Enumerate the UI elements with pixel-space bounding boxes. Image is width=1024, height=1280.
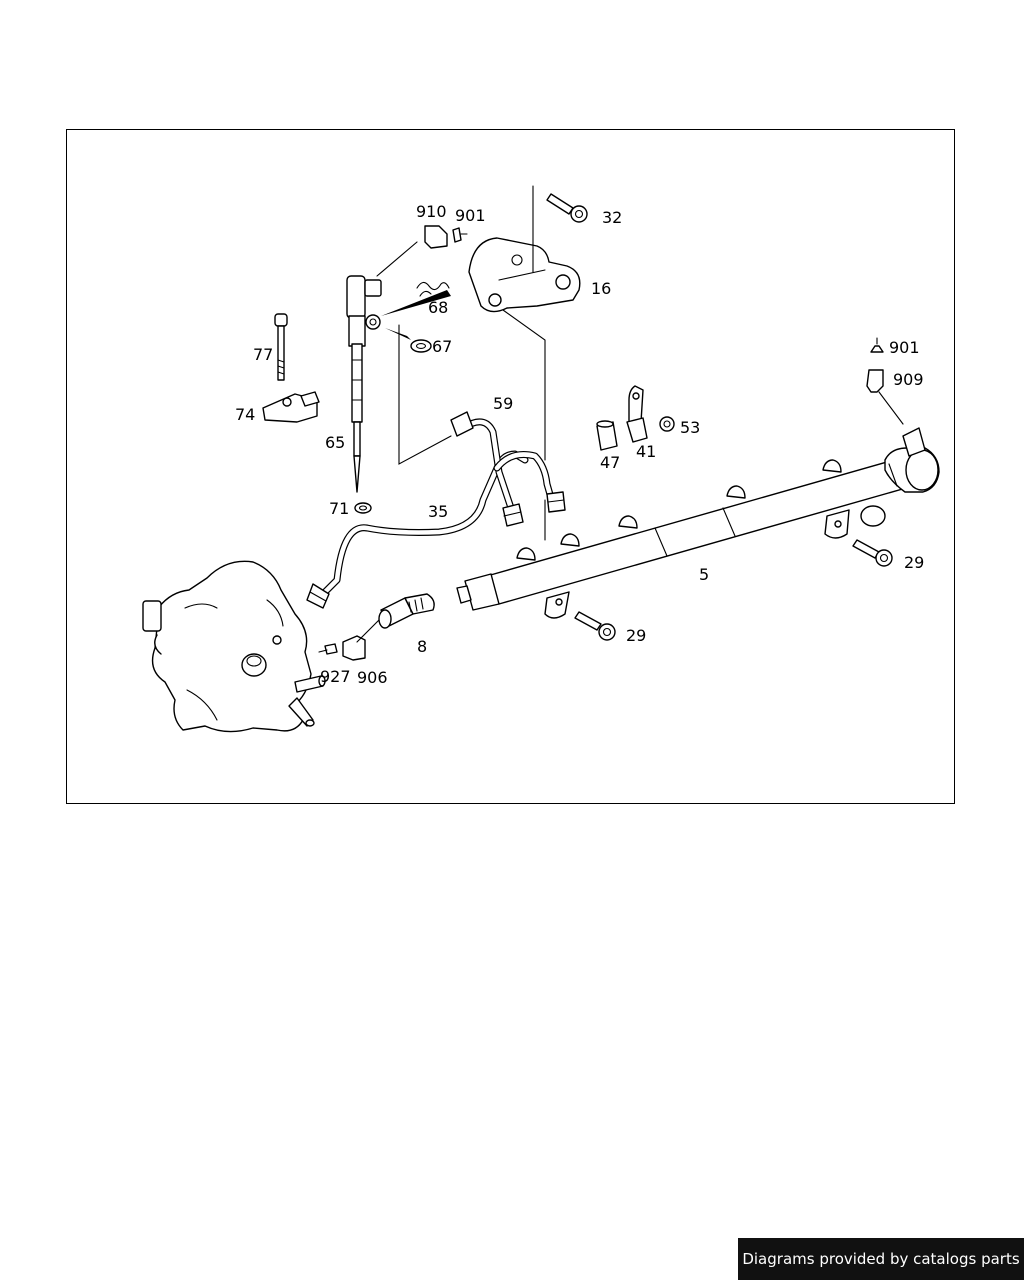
sensor-terminal-927 xyxy=(318,643,338,655)
nut-53 xyxy=(659,416,675,432)
bracket-alignment-line xyxy=(502,185,546,541)
label-59: 59 xyxy=(493,394,513,413)
high-pressure-pump xyxy=(142,560,326,733)
label-47: 47 xyxy=(600,453,620,472)
label-53: 53 xyxy=(680,418,700,437)
hold-down-clamp-74 xyxy=(262,391,320,423)
credit-badge: Diagrams provided by catalogs parts xyxy=(738,1238,1024,1280)
return-hose-68 xyxy=(381,281,451,316)
label-8: 8 xyxy=(417,637,427,656)
label-77: 77 xyxy=(253,345,273,364)
label-906: 906 xyxy=(357,668,388,687)
bracket-bolt-32 xyxy=(546,193,588,223)
fuel-line-59 xyxy=(450,411,566,527)
mounting-bracket-16 xyxy=(468,237,581,313)
label-74: 74 xyxy=(235,405,255,424)
label-35: 35 xyxy=(428,502,448,521)
spacer-47 xyxy=(596,420,618,451)
label-65: 65 xyxy=(325,433,345,452)
rail-bolt-lower xyxy=(574,611,616,641)
rail-terminal-901 xyxy=(870,337,884,353)
rail-connector-909 xyxy=(866,369,904,425)
seal-ring-67 xyxy=(385,328,432,353)
label-32: 32 xyxy=(602,208,622,227)
rail-pressure-sensor xyxy=(378,593,435,629)
label-909: 909 xyxy=(893,370,924,389)
injector-line-guide xyxy=(398,324,452,465)
label-901-injector: 901 xyxy=(455,206,486,225)
label-16: 16 xyxy=(591,279,611,298)
fuel-system-diagram: 910 901 32 16 68 67 77 74 65 59 71 35 47… xyxy=(142,185,940,733)
label-910: 910 xyxy=(416,202,447,221)
label-67: 67 xyxy=(432,337,452,356)
label-927: 927 xyxy=(320,667,351,686)
label-5: 5 xyxy=(699,565,709,584)
sensor-connector-906 xyxy=(342,619,380,661)
label-71: 71 xyxy=(329,499,349,518)
fuel-injector xyxy=(346,241,418,493)
label-29-lower: 29 xyxy=(626,626,646,645)
clamp-bolt-77 xyxy=(274,313,288,381)
label-901-rail: 901 xyxy=(889,338,920,357)
label-68: 68 xyxy=(428,298,448,317)
credit-text: Diagrams provided by catalogs parts xyxy=(742,1250,1020,1268)
fuel-rail xyxy=(456,427,940,619)
pipe-clip-41 xyxy=(626,385,648,443)
rail-bolt-upper xyxy=(852,539,893,567)
sealing-washer-71 xyxy=(354,502,372,514)
injector-connector-910 xyxy=(424,225,448,249)
label-29-upper: 29 xyxy=(904,553,924,572)
parts-diagram-frame: 910 901 32 16 68 67 77 74 65 59 71 35 47… xyxy=(66,129,955,804)
injector-terminal-901 xyxy=(452,227,468,243)
label-41: 41 xyxy=(636,442,656,461)
